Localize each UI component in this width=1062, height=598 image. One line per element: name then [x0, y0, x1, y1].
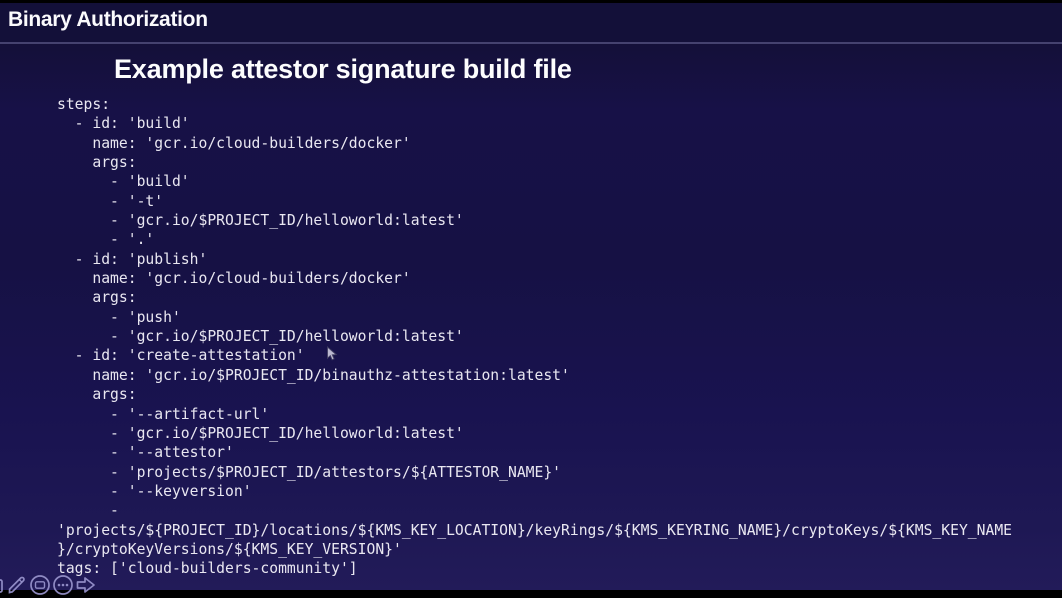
top-letterbox-bar	[0, 0, 1062, 3]
code-line: - 'build'	[57, 173, 190, 191]
code-line: args:	[57, 154, 137, 172]
code-line: - '--keyversion'	[57, 482, 252, 500]
code-line: - id: 'build'	[57, 115, 190, 133]
mouse-cursor-icon	[326, 346, 338, 367]
more-options-icon[interactable]	[52, 574, 74, 596]
code-line: - 'push'	[57, 308, 181, 326]
code-line: args:	[57, 386, 137, 404]
code-line: name: 'gcr.io/$PROJECT_ID/binauthz-attes…	[57, 366, 570, 384]
code-line: - '.'	[57, 231, 155, 249]
code-line: name: 'gcr.io/cloud-builders/docker'	[57, 270, 411, 288]
next-slide-arrow-icon[interactable]	[75, 574, 97, 596]
code-line: - '--artifact-url'	[57, 405, 270, 423]
code-line: - 'projects/$PROJECT_ID/attestors/${ATTE…	[57, 463, 562, 481]
code-line: - 'gcr.io/$PROJECT_ID/helloworld:latest'	[57, 212, 464, 230]
code-line: - 'gcr.io/$PROJECT_ID/helloworld:latest'	[57, 328, 464, 346]
code-line: name: 'gcr.io/cloud-builders/docker'	[57, 134, 411, 152]
code-line: - 'gcr.io/$PROJECT_ID/helloworld:latest'	[57, 424, 464, 442]
page-title: Binary Authorization	[8, 8, 208, 31]
code-block: steps: - id: 'build' name: 'gcr.io/cloud…	[57, 95, 1012, 579]
code-line: - '-t'	[57, 192, 164, 210]
slide-body	[0, 44, 1062, 590]
captions-icon[interactable]	[29, 574, 51, 596]
pencil-icon[interactable]	[6, 574, 28, 596]
bottom-letterbox-bar	[0, 590, 1062, 598]
code-line: 'projects/${PROJECT_ID}/locations/${KMS_…	[57, 521, 1013, 539]
slide-title: Example attestor signature build file	[114, 54, 572, 84]
code-line: - id: 'publish'	[57, 250, 208, 268]
code-line: }/cryptoKeyVersions/${KMS_KEY_VERSION}'	[57, 540, 402, 558]
partial-square-icon[interactable]	[0, 574, 5, 596]
code-line: tags: ['cloud-builders-community']	[57, 560, 358, 578]
code-line: - '--attestor'	[57, 444, 234, 462]
code-line: -	[57, 502, 119, 520]
code-line: args:	[57, 289, 137, 307]
header-bar: Binary Authorization	[0, 3, 1062, 44]
code-line: steps:	[57, 96, 111, 113]
presenter-controls	[0, 574, 97, 596]
code-line: - id: 'create-attestation'	[57, 347, 305, 365]
